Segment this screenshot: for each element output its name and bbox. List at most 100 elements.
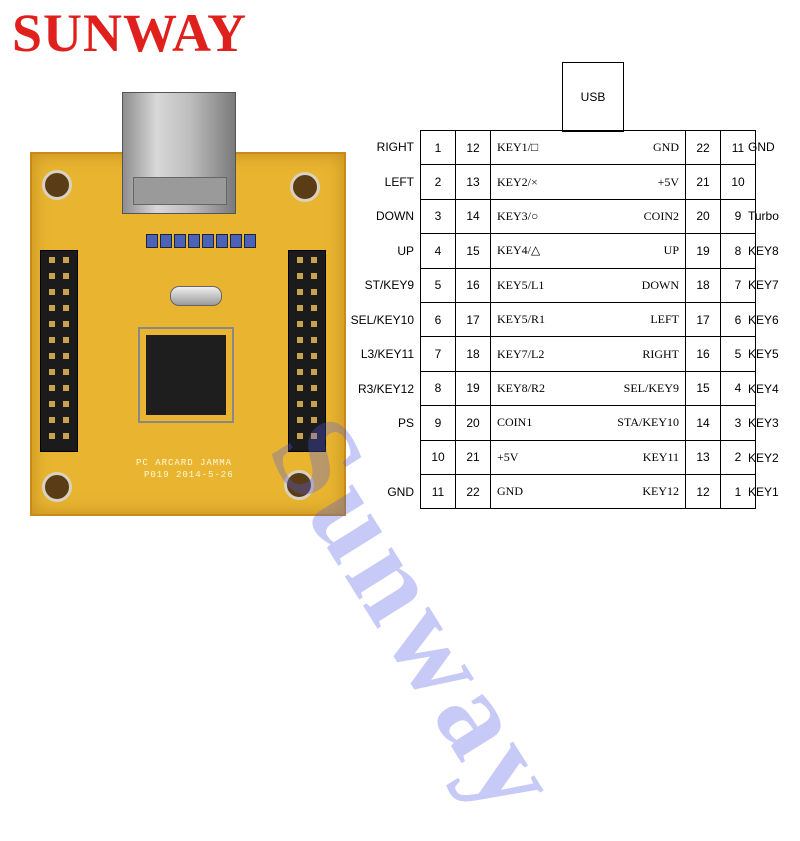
left-side-signal-label: RIGHT (376, 140, 414, 154)
header-pin (49, 305, 55, 311)
left-pin-number-inner: 12 (455, 129, 491, 166)
header-pin (297, 305, 303, 311)
left-pin-number-inner: 16 (455, 267, 491, 303)
left-function-label: KEY7/L2 (497, 346, 545, 361)
header-pin (63, 401, 69, 407)
right-pin-header (288, 250, 326, 452)
header-pin (63, 337, 69, 343)
left-side-signal-label: PS (397, 416, 414, 430)
left-side-signal-label: GND (387, 485, 414, 499)
right-function-label: UP (663, 243, 679, 258)
left-pin-number-inner: 17 (455, 301, 491, 338)
right-side-signal-label: KEY4 (748, 381, 779, 396)
header-pin (297, 337, 303, 343)
header-pin (297, 257, 303, 263)
left-function-label: KEY3/○ (497, 208, 539, 223)
mount-hole (42, 472, 72, 502)
right-pin-number-outer: 1 (720, 473, 756, 510)
left-function-label: KEY5/L1 (497, 277, 545, 292)
header-pin (49, 433, 55, 439)
right-pin-number-outer: 7 (720, 267, 756, 303)
smd-component (146, 234, 158, 248)
pcb-silkscreen-line1: PC ARCARD JAMMA (136, 458, 233, 468)
left-pin-number-inner: 21 (455, 439, 491, 475)
pin-function-cell: KEY4/△ UP (490, 233, 686, 269)
header-pin (63, 417, 69, 423)
left-pin-number-inner: 13 (455, 164, 491, 200)
smd-component (244, 234, 256, 248)
pin-function-cell: KEY1/□ GND (490, 129, 686, 166)
left-side-signal-label: ST/KEY9 (364, 278, 414, 292)
left-pin-number-outer: 9 (420, 405, 456, 441)
right-pin-number-inner: 13 (685, 439, 721, 475)
left-pin-number-inner: 14 (455, 198, 491, 235)
left-side-signal-label: DOWN (376, 209, 414, 223)
header-pin (311, 289, 317, 295)
right-pin-number-outer: 4 (720, 370, 756, 407)
right-pin-number-inner: 20 (685, 198, 721, 235)
left-function-label: KEY1/□ (497, 140, 539, 155)
header-pin (63, 257, 69, 263)
header-pin (49, 257, 55, 263)
header-pin (311, 433, 317, 439)
header-pin (311, 401, 317, 407)
left-pin-number-outer: 7 (420, 336, 456, 372)
left-function-label: KEY2/× (497, 174, 538, 189)
left-pin-number-inner: 19 (455, 370, 491, 407)
smd-component (230, 234, 242, 248)
header-pin (49, 273, 55, 279)
header-pin (297, 289, 303, 295)
right-pin-number-inner: 22 (685, 129, 721, 166)
header-pin (49, 369, 55, 375)
left-pin-number-outer: 2 (420, 164, 456, 200)
left-function-label: KEY4/△ (497, 243, 541, 258)
smd-component (188, 234, 200, 248)
left-pin-number-outer: 8 (420, 370, 456, 407)
right-side-signal-label: KEY5 (748, 347, 779, 361)
pcb-silkscreen-line2: P019 2014-5-26 (144, 470, 234, 480)
right-function-label: SEL/KEY9 (623, 380, 679, 395)
header-pin (49, 353, 55, 359)
right-pin-number-inner: 16 (685, 336, 721, 372)
left-function-label: COIN1 (497, 415, 533, 430)
right-pin-number-outer: 9 (720, 198, 756, 235)
right-pin-number-inner: 12 (685, 473, 721, 510)
mount-hole (42, 170, 72, 200)
left-function-label: GND (497, 484, 523, 499)
right-function-label: +5V (657, 174, 679, 189)
header-pin (63, 353, 69, 359)
usb-label-text: USB (580, 90, 606, 104)
right-side-signal-label: KEY8 (748, 243, 779, 258)
header-pin (63, 385, 69, 391)
right-side-signal-label: KEY1 (748, 485, 779, 499)
right-function-label: RIGHT (642, 346, 679, 361)
left-pin-header (40, 250, 78, 452)
header-pin (63, 273, 69, 279)
header-pin (49, 417, 55, 423)
header-pin (311, 353, 317, 359)
right-side-signal-label: Turbo (748, 209, 779, 223)
left-side-signal-label: R3/KEY12 (357, 381, 414, 396)
left-pin-number-inner: 22 (455, 473, 491, 510)
header-pin (49, 321, 55, 327)
left-pin-number-outer: 10 (420, 439, 456, 475)
header-pin (297, 385, 303, 391)
left-pin-number-outer: 11 (420, 473, 456, 510)
right-pin-number-inner: 19 (685, 233, 721, 269)
right-side-signal-label: KEY3 (748, 416, 779, 430)
header-pin (311, 369, 317, 375)
left-function-label: KEY5/R1 (497, 312, 545, 327)
right-function-label: GND (653, 140, 679, 155)
left-side-signal-label: L3/KEY11 (360, 347, 414, 361)
usb-b-connector (122, 92, 236, 214)
header-pin (49, 385, 55, 391)
